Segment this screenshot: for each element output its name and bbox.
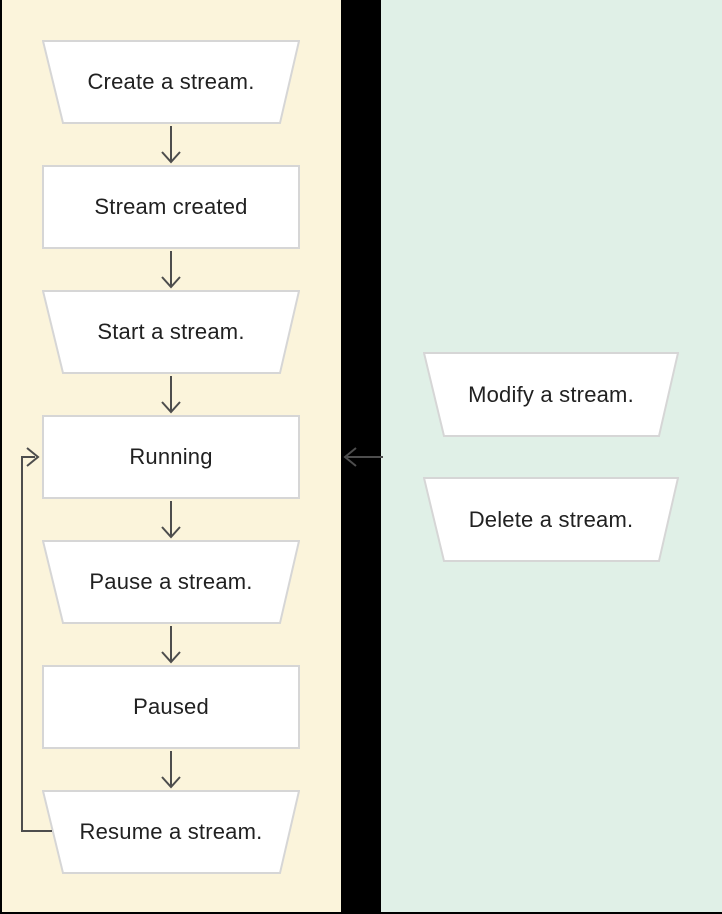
flow-node-create-stream: Create a stream. xyxy=(42,40,300,124)
state-node-label: Stream created xyxy=(94,194,248,219)
flow-node-delete-stream: Delete a stream. xyxy=(423,477,679,562)
state-node-stream-created: Stream created xyxy=(42,165,300,249)
stream-actions-panel: Modify a stream. Delete a stream. xyxy=(381,0,722,912)
trapezoid-shape xyxy=(42,40,300,124)
trapezoid-shape xyxy=(423,352,679,437)
flow-node-label: Modify a stream. xyxy=(468,381,634,407)
flow-node-label: Create a stream. xyxy=(87,69,255,94)
flow-node-label: Start a stream. xyxy=(97,319,245,344)
state-node-label: Paused xyxy=(133,694,209,719)
flow-node-label: Resume a stream. xyxy=(79,819,263,844)
flow-node-pause-stream: Pause a stream. xyxy=(42,540,300,624)
flow-node-resume-stream: Resume a stream. xyxy=(42,790,300,874)
flow-node-label: Pause a stream. xyxy=(89,569,253,594)
flow-node-start-stream: Start a stream. xyxy=(42,290,300,374)
flow-node-label: Delete a stream. xyxy=(468,506,634,532)
state-node-running: Running xyxy=(42,415,300,499)
stream-lifecycle-panel: Create a stream. Stream created Start a … xyxy=(2,0,341,912)
trapezoid-shape xyxy=(42,290,300,374)
trapezoid-shape xyxy=(42,790,300,874)
trapezoid-shape xyxy=(42,540,300,624)
flow-node-modify-stream: Modify a stream. xyxy=(423,352,679,437)
arrow-left-actions-to-running-icon xyxy=(343,447,383,467)
state-node-paused: Paused xyxy=(42,665,300,749)
trapezoid-shape xyxy=(423,477,679,562)
state-node-label: Running xyxy=(129,444,213,469)
